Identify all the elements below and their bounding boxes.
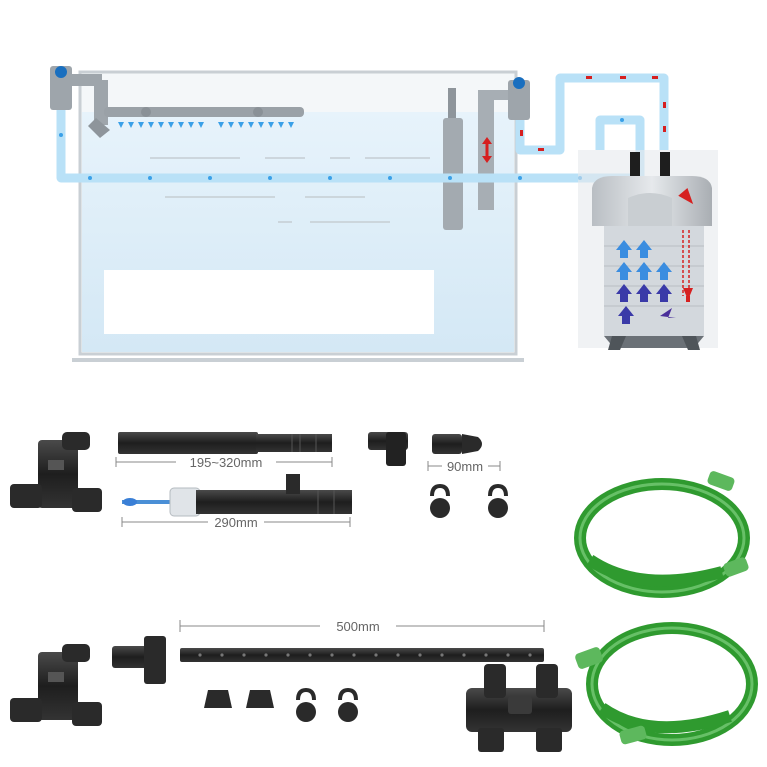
dim-label-short-tube: 90mm — [447, 459, 483, 474]
short-tube-cap — [432, 434, 482, 454]
return-flow-markers — [520, 76, 666, 151]
double-tap-valve-2 — [10, 644, 102, 726]
dimension-spray-bar: 500mm — [179, 618, 545, 634]
tee-connector — [112, 636, 166, 684]
dim-label-inlet-tube: 195~320mm — [190, 455, 263, 470]
spray-bar — [180, 648, 544, 662]
parts-set-two: 500mm — [10, 618, 758, 752]
spray-water-drops — [118, 122, 294, 128]
double-tap-valve — [10, 432, 102, 512]
intake-flow-arrow-icon — [482, 137, 492, 163]
dim-label-spray-bar: 500mm — [336, 619, 379, 634]
canister-valve-block — [466, 664, 572, 752]
inlet-tube — [118, 432, 332, 454]
surface-skimmer-tube — [122, 474, 352, 517]
dim-label-skimmer-tube: 290mm — [214, 515, 257, 530]
dimension-skimmer-tube: 290mm — [121, 515, 351, 530]
green-hose-coil-2 — [575, 622, 758, 746]
aquarium-setup-diagram — [50, 66, 718, 362]
suction-cup-clips-2 — [296, 687, 358, 722]
canister-filter — [578, 150, 718, 350]
suction-cup-clips — [430, 483, 508, 518]
dimension-inlet-tube: 195~320mm — [115, 455, 333, 470]
elbow-connector — [368, 432, 408, 466]
spray-bar-diagram — [104, 107, 304, 117]
end-caps — [204, 690, 274, 708]
outlet-valve — [50, 66, 110, 138]
green-hose-coil — [574, 471, 750, 598]
dimension-short-tube: 90mm — [427, 459, 501, 474]
canister-flow-arrows — [616, 188, 694, 324]
parts-set-one: 195~320mm 90mm — [10, 432, 750, 598]
